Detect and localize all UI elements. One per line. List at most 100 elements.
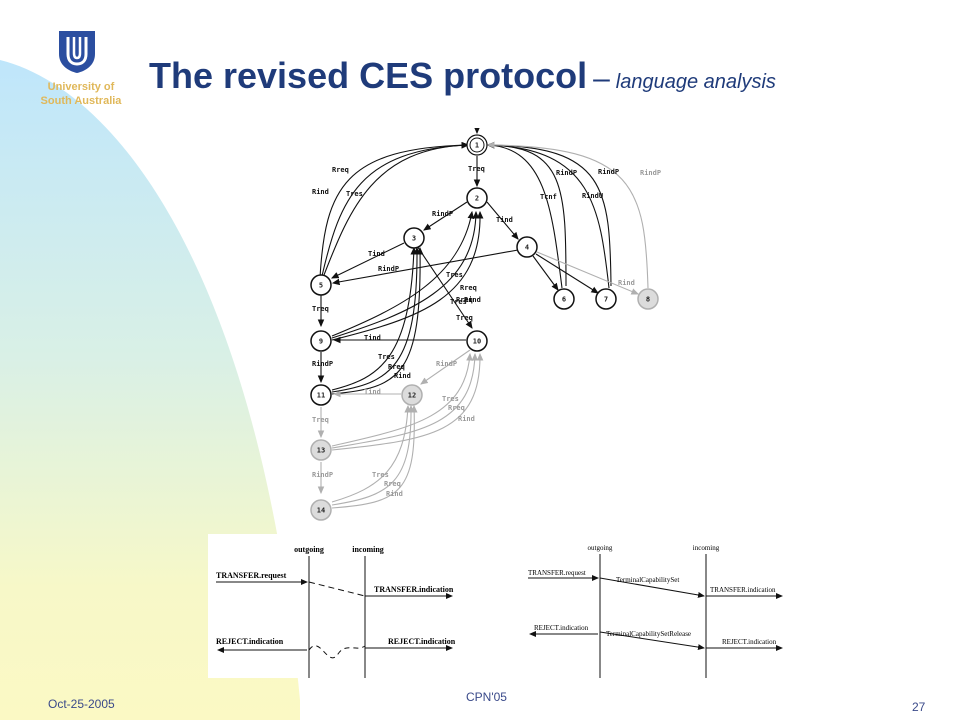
edge-3-11-treq [416,245,473,329]
state-node-14: 14 [310,499,332,521]
seq-left-msg2-left: REJECT.indication [216,637,284,646]
edge-label: Tind [364,388,381,396]
edge-5-1-tres [323,141,470,276]
edge-4-7-rreq [535,253,599,294]
state-node-circle [466,330,488,352]
edge-label: RindP [312,360,333,368]
state-node-circle [637,288,659,310]
slide-title: The revised CES protocol–language analys… [149,55,776,97]
edge-label: RindP [378,265,399,273]
footer-conference: CPN'05 [466,690,507,704]
edge-7-1-rindp [486,141,612,287]
state-node-7: 7 [595,288,617,310]
edge-label: RindP [556,169,577,177]
footer-date: Oct-25-2005 [48,697,115,711]
state-node-label: 4 [525,244,529,252]
state-node-label: 3 [412,235,416,243]
state-node-inner-ring [469,137,485,153]
state-node-label: 11 [317,392,325,400]
edge-10-3-rind [331,246,424,395]
state-node-circle [401,384,423,406]
edge-4-6-tres [532,255,559,291]
seq-right-msg2-transit [599,631,705,651]
state-node-label: 6 [562,296,566,304]
state-node-12: 12 [401,384,423,406]
edge-4-8-rind [536,251,640,295]
state-node-circle [516,236,538,258]
state-node-label: 12 [408,392,416,400]
edge-label: Tres [450,298,467,306]
state-node-circle [595,288,617,310]
state-node-label: 7 [604,296,608,304]
edge-10-3-tres [331,246,418,391]
edge-3-5-tind [331,242,405,279]
state-node-label: 8 [646,296,650,304]
edge-label: RindP [312,471,333,479]
edge-label: Rreq [332,166,349,174]
edge-label: Tres [378,353,395,361]
seq-left-header-incoming: incoming [352,545,384,554]
state-node-6: 6 [553,288,575,310]
state-node-10: 10 [466,330,488,352]
edge-label: Tres [346,190,363,198]
state-node-2: 2 [466,187,488,209]
edge-label: Rreq [460,284,477,292]
edge-label: Treq [312,416,329,424]
state-node-label: 10 [473,338,481,346]
edge-label: Rind [618,279,635,287]
edge-9-2-rreq [331,210,480,339]
state-node-label: 1 [475,142,479,150]
seq-right-header-outgoing: outgoing [588,544,613,552]
university-logo [56,28,98,74]
university-name-line1: University of [47,81,115,93]
edge-label: Tind [496,216,513,224]
seq-right-msg1-mid: TerminalCapabilitySet [616,576,679,584]
sequence-chart-right: outgoing incoming TRANSFER.request Termi… [528,544,783,678]
seq-right-msg1-left: TRANSFER.request [528,569,586,577]
diagram-edges [317,128,649,509]
state-node-circle [310,274,332,296]
seq-right-msg2-left: REJECT.indication [534,624,589,632]
edge-label: Tcnf [540,193,557,201]
state-node-3: 3 [403,227,425,249]
edge-6-1-tcnf [486,142,563,289]
edge-11-12-rindp [420,349,471,385]
edge-5-1-rind [319,141,470,279]
seq-left-msg1-right: TRANSFER.indication [374,585,454,594]
edge-7-1-rindu [486,141,610,289]
edge-14-12-rind [331,404,418,509]
edge-13-11-tres [331,352,473,447]
edge-label: RindP [432,210,453,218]
edge-14-12-rreq [331,404,415,506]
edge-label: Tind [364,334,381,342]
state-node-8: 8 [637,288,659,310]
edge-2-3-rindp [423,201,468,231]
edge-label: Treq [312,305,329,313]
edge-label: Treq [468,165,485,173]
edge-label: Tres [446,271,463,279]
edge-8-1-rindp [486,141,649,289]
edge-9-2-rind [331,210,484,341]
edge-label: Tind [368,250,385,258]
edge-label: RindP [436,360,457,368]
footer-page-number: 27 [912,700,926,714]
title-main: The revised CES protocol [149,55,588,96]
state-node-circle [310,384,332,406]
seq-right-msg1-right: TRANSFER.indication [710,586,776,594]
seq-right-msg2-mid: TerminalCapabilitySetRelease [606,630,691,638]
state-node-circle [466,187,488,209]
edge-label: Rind [394,372,411,380]
edge-label: Tres [442,395,459,403]
seq-right-msg2-right: REJECT.indication [722,638,777,646]
title-subtitle: language analysis [615,71,776,93]
state-node-circle [553,288,575,310]
state-node-label: 5 [319,282,323,290]
seq-right-header-incoming: incoming [693,544,720,552]
edge-label: Rind [386,490,403,498]
edge-13-11-rind [331,352,484,451]
edge-label: Rreq [388,363,405,371]
edge-label: Rind [312,188,329,196]
university-name-line2: South Australia [40,95,122,107]
